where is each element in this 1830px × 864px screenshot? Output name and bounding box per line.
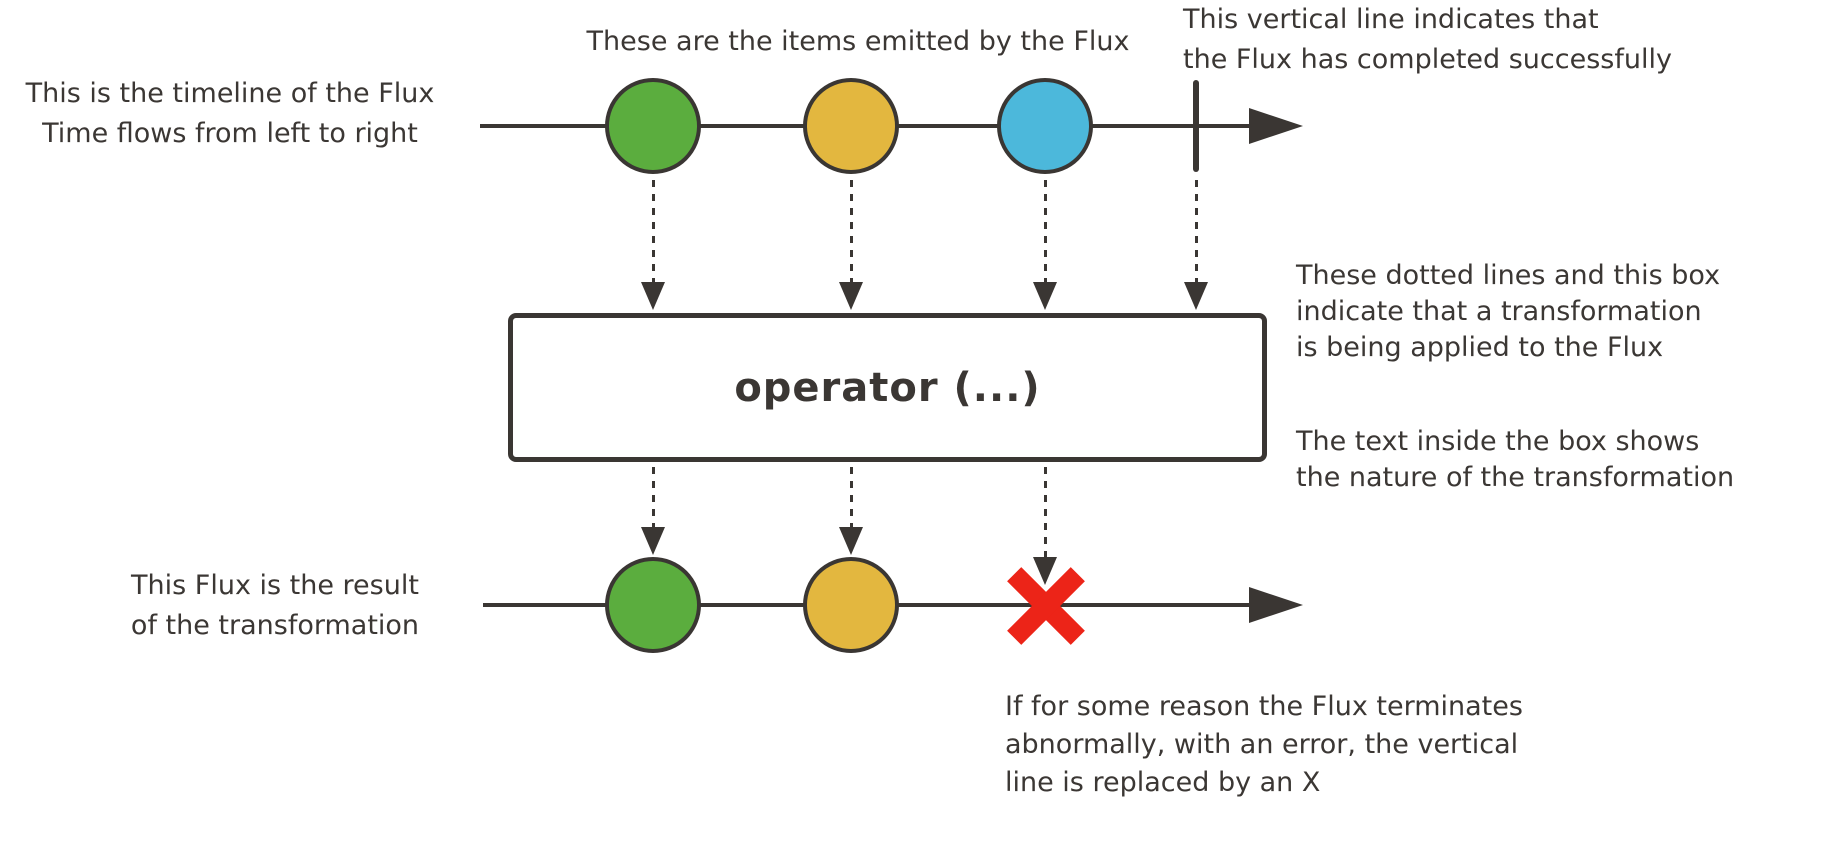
error-note: If for some reason the Flux terminates a… bbox=[1005, 688, 1523, 802]
operator-text-note-line2: the nature of the transformation bbox=[1296, 462, 1735, 493]
result-item-1-green bbox=[605, 557, 701, 653]
completion-note: This vertical line indicates that the Fl… bbox=[1183, 0, 1672, 80]
dashed-line bbox=[1043, 180, 1047, 282]
error-note-line1: If for some reason the Flux terminates bbox=[1005, 691, 1523, 722]
source-timeline-arrowhead-right-icon bbox=[1249, 108, 1303, 144]
transform-arrow-3 bbox=[1033, 180, 1057, 310]
result-note-line1: This Flux is the result bbox=[131, 570, 419, 601]
arrowhead-down-icon bbox=[1033, 557, 1057, 585]
dashed-line bbox=[651, 467, 655, 527]
source-item-2-yellow bbox=[803, 78, 899, 174]
transform-arrow-4 bbox=[1184, 180, 1208, 310]
source-item-3-blue bbox=[997, 78, 1093, 174]
result-arrow-3 bbox=[1033, 467, 1057, 585]
dashed-line bbox=[849, 180, 853, 282]
completion-note-line2: the Flux has completed successfully bbox=[1183, 44, 1672, 75]
transformation-note-line1: These dotted lines and this box bbox=[1296, 260, 1721, 291]
result-note: This Flux is the result of the transform… bbox=[95, 566, 455, 646]
timeline-note-line2: Time flows from left to right bbox=[42, 118, 418, 149]
complete-marker bbox=[1193, 80, 1199, 172]
transform-arrow-1 bbox=[641, 180, 665, 310]
arrowhead-down-icon bbox=[641, 527, 665, 555]
transformation-note: These dotted lines and this box indicate… bbox=[1296, 258, 1720, 366]
result-timeline-arrowhead-right-icon bbox=[1249, 587, 1303, 623]
error-note-line3: line is replaced by an X bbox=[1005, 767, 1321, 798]
dashed-line bbox=[1194, 180, 1198, 282]
result-item-2-yellow bbox=[803, 557, 899, 653]
result-arrow-1 bbox=[641, 467, 665, 555]
transform-arrow-2 bbox=[839, 180, 863, 310]
operator-text-note: The text inside the box shows the nature… bbox=[1296, 424, 1734, 496]
error-note-line2: abnormally, with an error, the vertical bbox=[1005, 729, 1519, 760]
operator-text-note-line1: The text inside the box shows bbox=[1296, 426, 1700, 457]
arrowhead-down-icon bbox=[1033, 282, 1057, 310]
dashed-line bbox=[849, 467, 853, 527]
arrowhead-down-icon bbox=[1184, 282, 1208, 310]
items-note-line1: These are the items emitted by the Flux bbox=[586, 26, 1130, 57]
operator-box: operator (...) bbox=[508, 313, 1267, 462]
arrowhead-down-icon bbox=[839, 527, 863, 555]
result-arrow-2 bbox=[839, 467, 863, 555]
timeline-note-line1: This is the timeline of the Flux bbox=[25, 78, 435, 109]
arrowhead-down-icon bbox=[839, 282, 863, 310]
items-note: These are the items emitted by the Flux bbox=[520, 22, 1196, 62]
operator-label: operator (...) bbox=[734, 364, 1041, 411]
result-note-line2: of the transformation bbox=[130, 610, 420, 641]
transformation-note-line3: is being applied to the Flux bbox=[1296, 332, 1664, 363]
dashed-line bbox=[1043, 467, 1047, 557]
error-x-icon bbox=[999, 559, 1093, 653]
completion-note-line1: This vertical line indicates that bbox=[1183, 4, 1599, 35]
timeline-note: This is the timeline of the Flux Time fl… bbox=[8, 74, 452, 154]
source-item-1-green bbox=[605, 78, 701, 174]
arrowhead-down-icon bbox=[641, 282, 665, 310]
dashed-line bbox=[651, 180, 655, 282]
transformation-note-line2: indicate that a transformation bbox=[1296, 296, 1702, 327]
